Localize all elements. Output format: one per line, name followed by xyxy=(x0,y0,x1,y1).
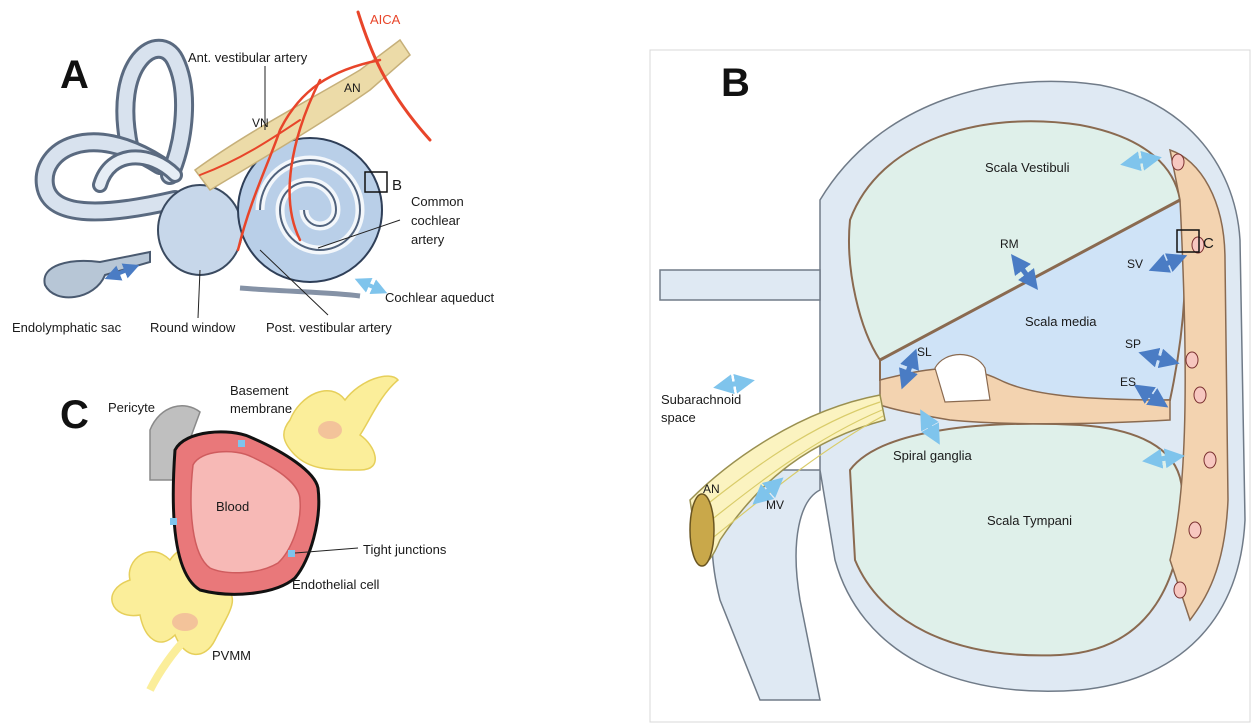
label-scala-tympani: Scala Tympani xyxy=(987,513,1072,528)
endolymphatic-sac-shape xyxy=(44,252,150,297)
label-an-b: AN xyxy=(703,482,720,496)
label-pericyte: Pericyte xyxy=(108,400,155,415)
label-an-a: AN xyxy=(344,81,361,95)
panel-c: C Pericyte Basement membrane Blood Tight… xyxy=(60,376,447,690)
label-endolymphatic-sac: Endolymphatic sac xyxy=(12,320,122,335)
exchange-arrow-cochlear-aqueduct xyxy=(362,282,380,290)
label-rm: RM xyxy=(1000,237,1019,251)
label-box-b: B xyxy=(392,177,402,194)
pvmm-upper-nucleus xyxy=(318,421,342,439)
label-sp: SP xyxy=(1125,337,1141,351)
label-basement-membrane-2: membrane xyxy=(230,401,292,416)
bone-upper-arm xyxy=(660,270,820,300)
panel-a: A xyxy=(12,12,495,335)
label-subarachnoid-1: Subarachnoid xyxy=(661,392,741,407)
pvmm-process xyxy=(150,640,185,690)
label-common-cochlear-artery-2: cochlear xyxy=(411,213,461,228)
panel-a-letter: A xyxy=(60,53,89,97)
label-common-cochlear-artery-3: artery xyxy=(411,232,445,247)
vestibule xyxy=(158,185,242,275)
pvmm-lower-nucleus xyxy=(172,613,198,631)
cochlear-aqueduct-shape xyxy=(240,288,360,296)
label-box-c: C xyxy=(1203,235,1214,252)
label-post-vestibular-artery: Post. vestibular artery xyxy=(266,320,392,335)
label-common-cochlear-artery-1: Common xyxy=(411,194,464,209)
label-blood: Blood xyxy=(216,499,249,514)
label-scala-vestibuli: Scala Vestibuli xyxy=(985,160,1070,175)
pvmm-upper xyxy=(284,376,398,470)
label-endothelial-cell: Endothelial cell xyxy=(292,577,380,592)
nerve-cross-section xyxy=(690,494,714,566)
label-ant-vestibular-artery: Ant. vestibular artery xyxy=(188,50,308,65)
label-round-window: Round window xyxy=(150,320,236,335)
panel-b: B xyxy=(650,50,1250,722)
label-basement-membrane-1: Basement xyxy=(230,383,289,398)
label-mv: MV xyxy=(766,498,784,512)
label-pvmm: PVMM xyxy=(212,648,251,663)
label-cochlear-aqueduct: Cochlear aqueduct xyxy=(385,290,495,305)
label-tight-junctions: Tight junctions xyxy=(363,542,447,557)
panel-c-letter: C xyxy=(60,393,89,437)
label-scala-media: Scala media xyxy=(1025,314,1097,329)
label-subarachnoid-2: space xyxy=(661,410,696,425)
label-aica: AICA xyxy=(370,12,401,27)
label-sv: SV xyxy=(1127,257,1143,271)
label-spiral-ganglia: Spiral ganglia xyxy=(893,448,973,463)
label-sl: SL xyxy=(917,345,932,359)
label-es: ES xyxy=(1120,375,1136,389)
label-vn: VN xyxy=(252,116,269,130)
panel-b-letter: B xyxy=(721,61,750,105)
